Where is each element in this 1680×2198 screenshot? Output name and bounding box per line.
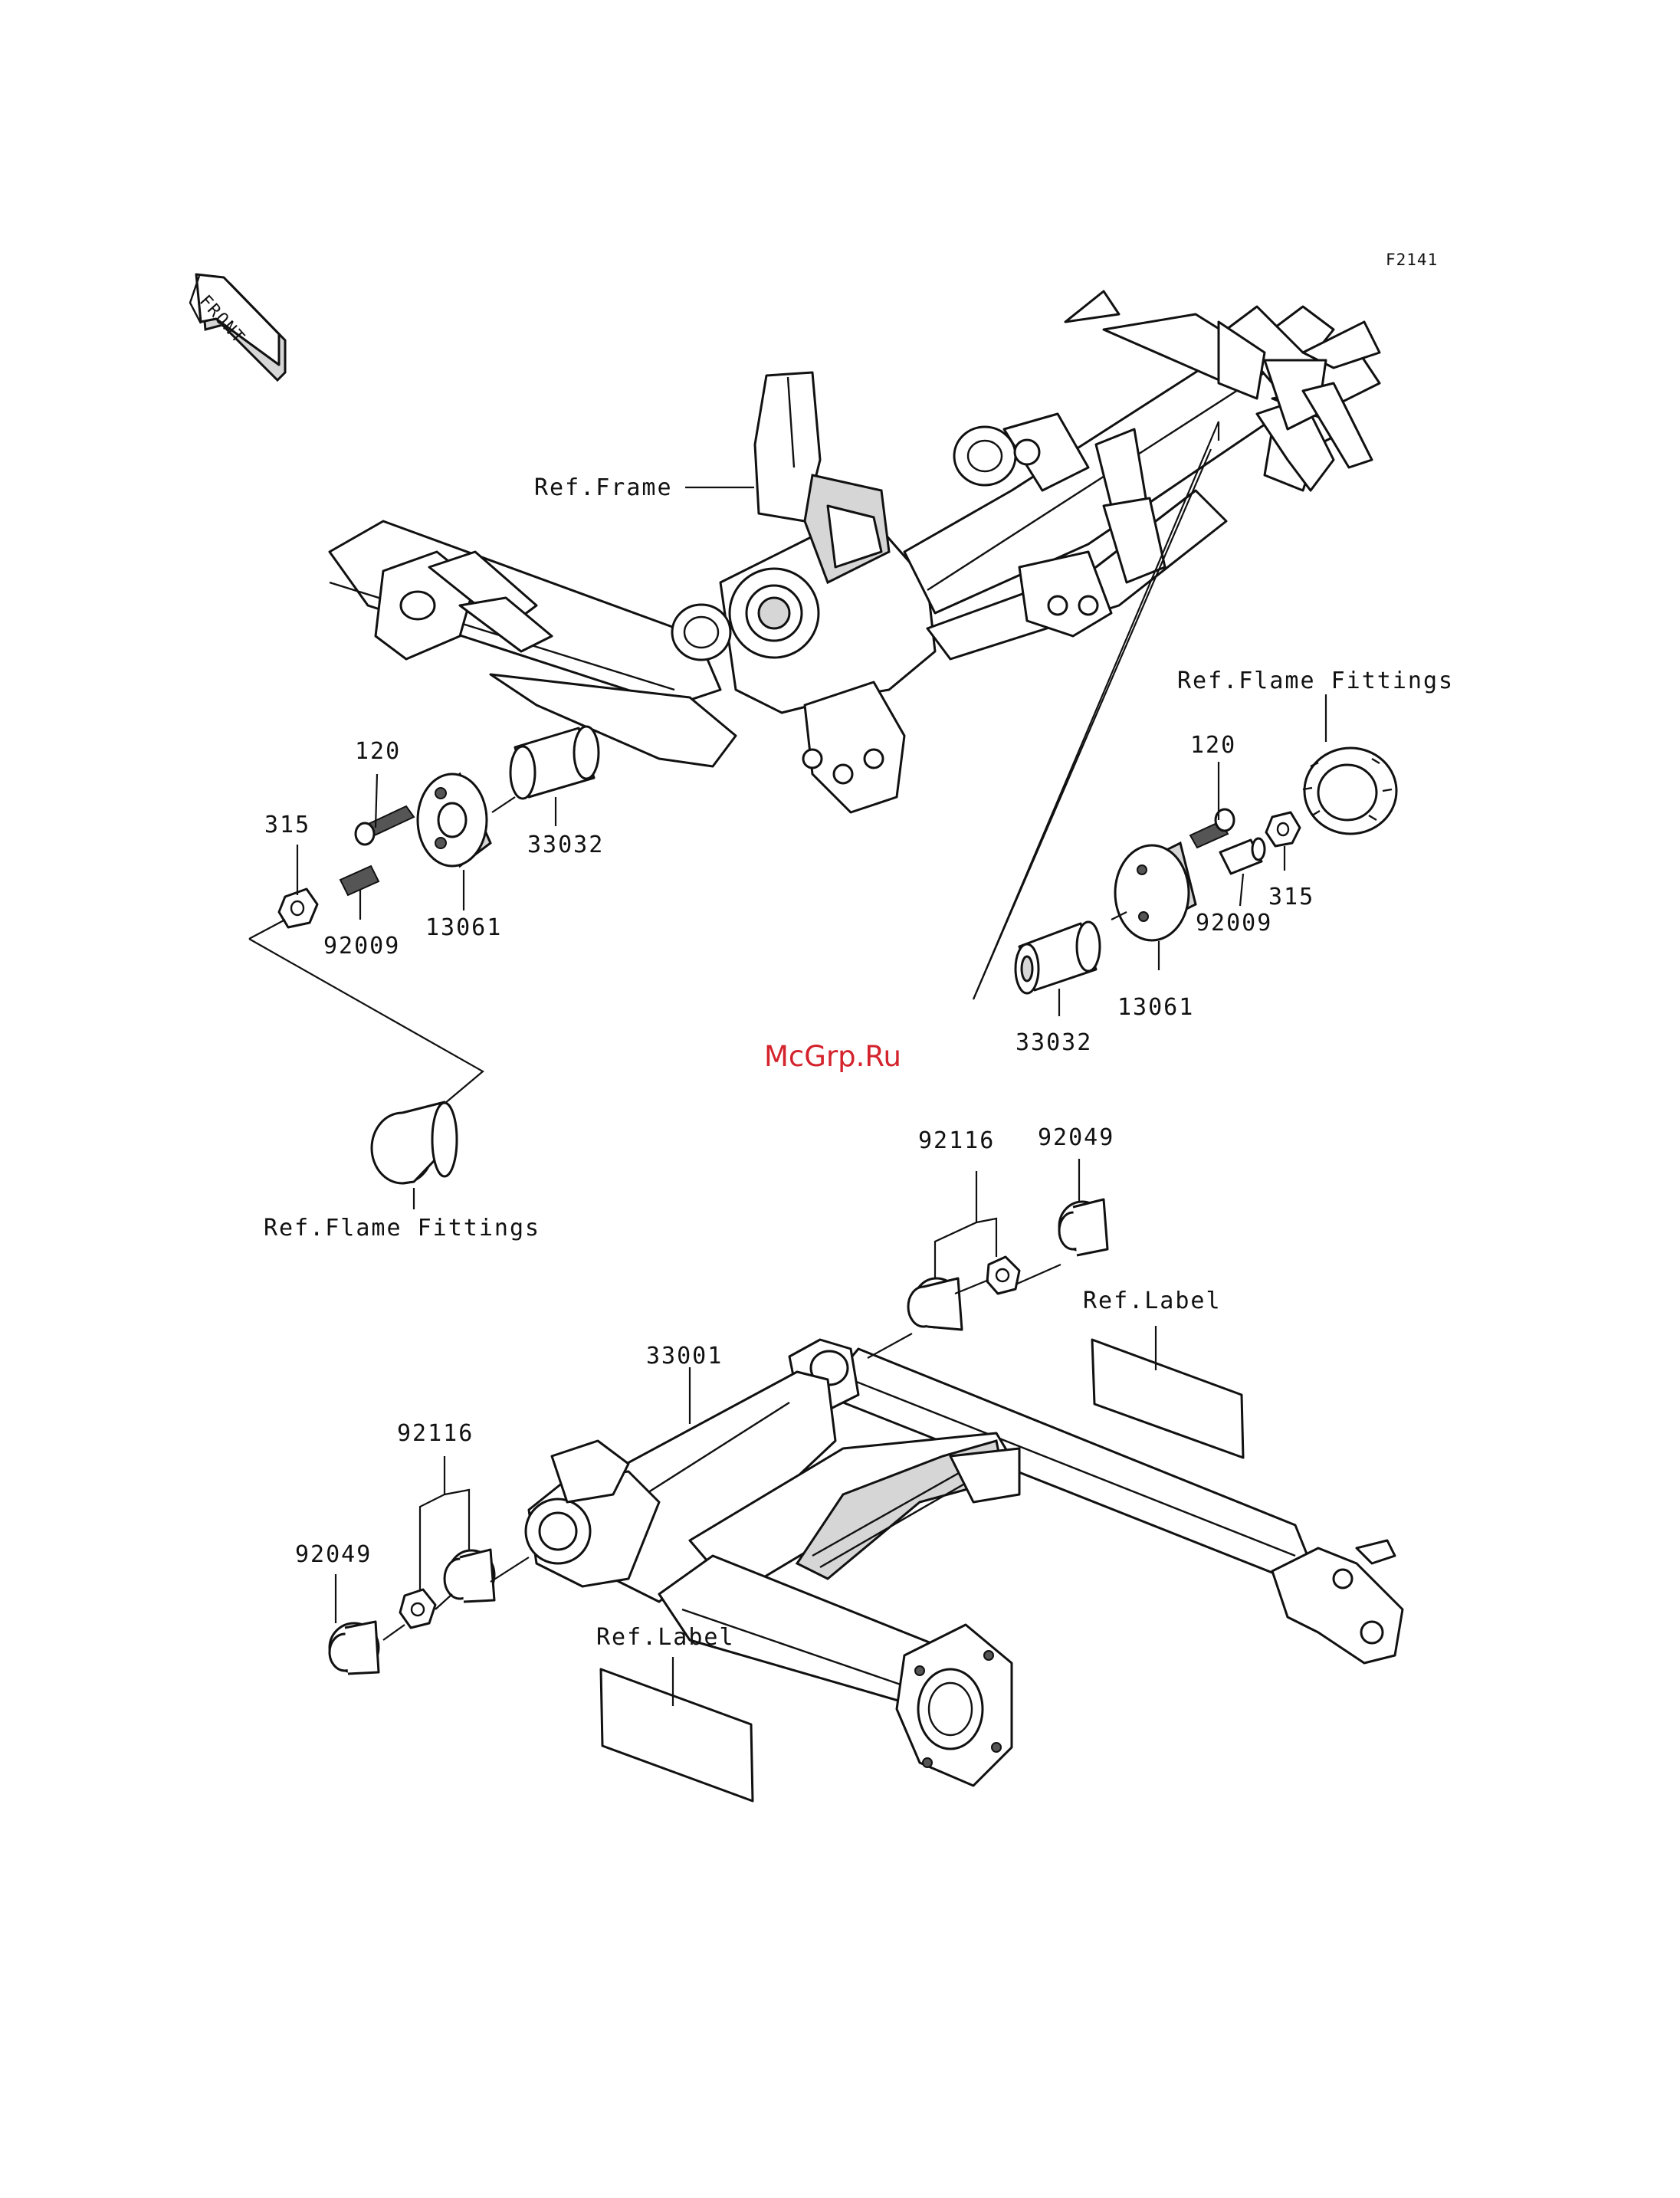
diagram-code: F2141 <box>1386 252 1438 268</box>
swingarm-part-number: 33001 <box>646 1345 723 1368</box>
watermark: McGrp.Ru <box>764 1042 901 1071</box>
right-seal-part-number: 92049 <box>1038 1127 1114 1150</box>
ref-label-right-label: Ref.Label <box>1083 1290 1222 1313</box>
right-bushing-part-number: 33032 <box>1016 1032 1092 1055</box>
left-seal-part-number: 92049 <box>295 1544 372 1566</box>
ref-frame-label: Ref.Frame <box>534 477 673 500</box>
right-plate-part-number: 13061 <box>1117 996 1194 1019</box>
ref-label-plate-right <box>1092 1340 1243 1458</box>
left-bushing-part-number: 33032 <box>527 834 604 857</box>
left-nut-part-number: 315 <box>264 814 310 837</box>
ref-flame-fittings-left-label: Ref.Flame Fittings <box>264 1217 540 1240</box>
left-plate-part-number: 13061 <box>425 917 502 940</box>
ref-flame-fittings-right-label: Ref.Flame Fittings <box>1177 670 1454 693</box>
right-bolt-part-number: 120 <box>1190 734 1236 757</box>
left-bolt-part-number: 120 <box>355 740 401 763</box>
left-collar-part-number: 92009 <box>323 935 400 958</box>
right-mount-parts <box>1016 748 1396 993</box>
ref-label-plate-left <box>601 1669 753 1801</box>
ref-label-left-label: Ref.Label <box>596 1626 735 1649</box>
right-bearing-part-number: 92116 <box>918 1130 995 1153</box>
left-bearing-part-number: 92116 <box>397 1422 474 1445</box>
right-collar-part-number: 92009 <box>1196 912 1272 935</box>
right-nut-part-number: 315 <box>1268 886 1314 909</box>
